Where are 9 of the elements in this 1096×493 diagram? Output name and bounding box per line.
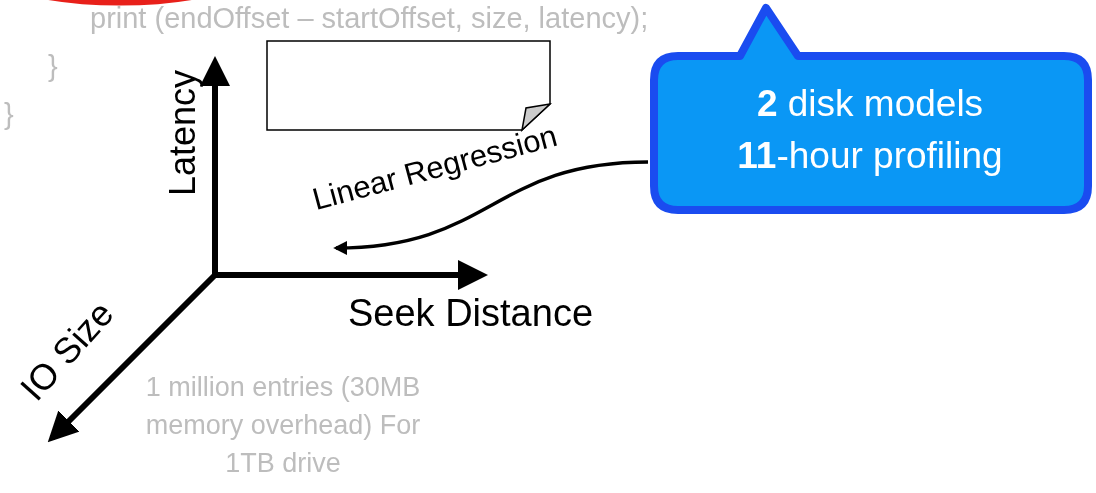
axis-label: Latency bbox=[162, 69, 205, 197]
curved-arrow bbox=[333, 160, 649, 255]
axis-label: Seek Distance bbox=[348, 292, 593, 335]
code-brace: } bbox=[4, 98, 14, 131]
code-line: print (endOffset – startOffset, size, latency); bbox=[90, 2, 649, 35]
code-brace: } bbox=[48, 50, 58, 83]
note-text: 1 million entries (30MB memory overhead) For 1TB drive bbox=[144, 371, 422, 480]
axis-label: IO Size bbox=[11, 293, 123, 409]
callout-text: 2 disk models 11-hour profiling bbox=[736, 82, 1004, 178]
